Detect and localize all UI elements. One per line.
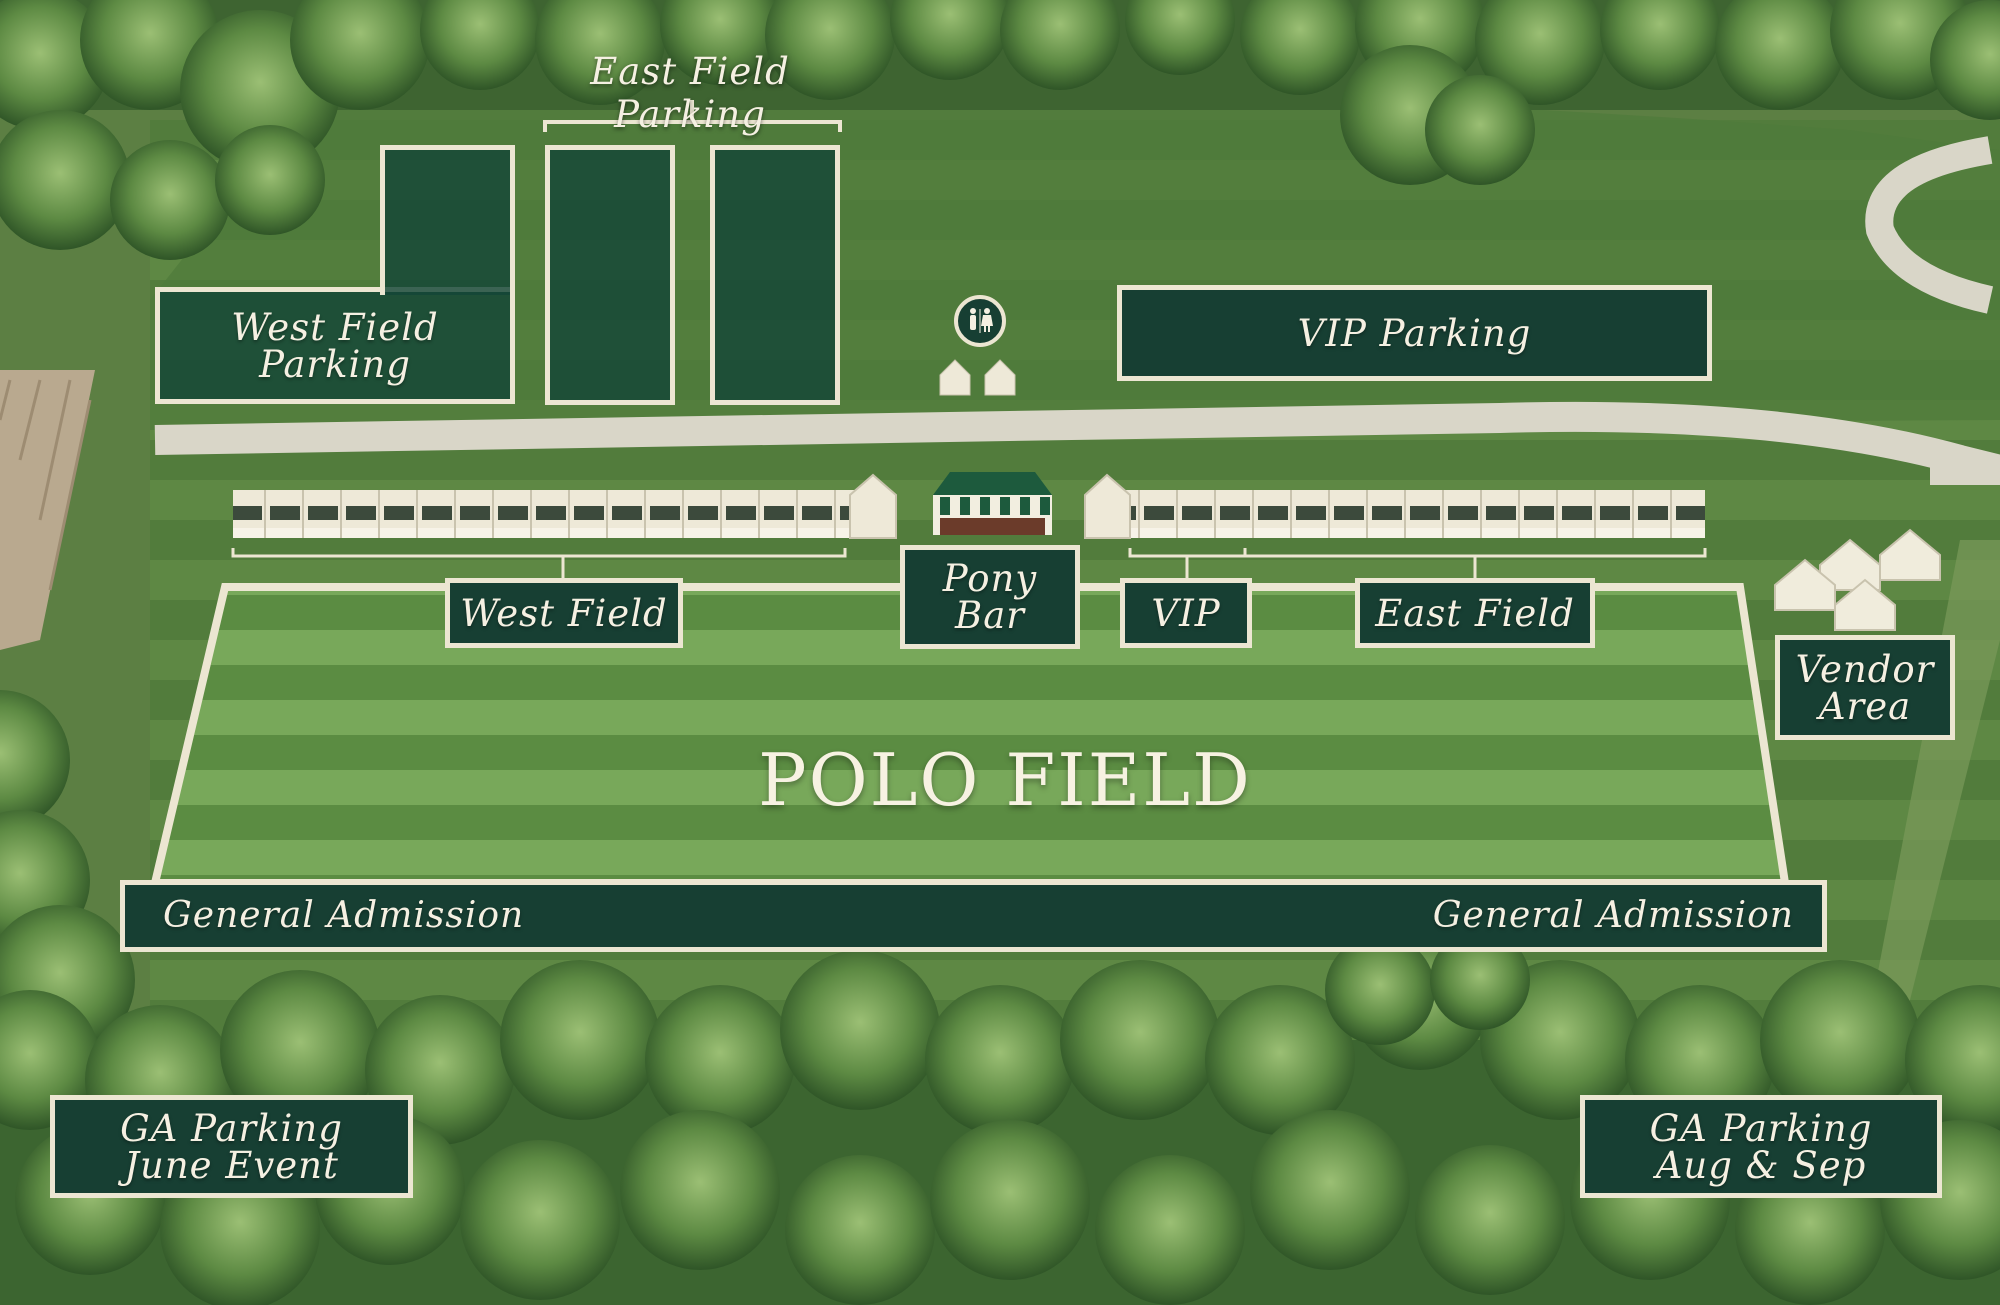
east-field-parking-lot-1 xyxy=(545,145,675,405)
vip-parking-label: VIP Parking xyxy=(1117,285,1712,381)
ga-parking-aug-sep-line1: GA Parking xyxy=(1649,1106,1873,1150)
pony-bar-line2: Bar xyxy=(955,594,1025,637)
polo-field-title: POLO FIELD xyxy=(758,738,1252,822)
west-field-parking-line1: West Field xyxy=(231,305,439,349)
west-field-text: West Field xyxy=(460,591,668,635)
west-tent-row xyxy=(233,490,855,538)
vip-text: VIP xyxy=(1151,591,1221,635)
east-field-parking-label: East Field Parking xyxy=(590,50,790,136)
west-field-parking-lot xyxy=(155,287,515,404)
east-tent-row xyxy=(1120,490,1705,538)
west-field-label: West Field xyxy=(445,578,683,648)
pony-bar-pavilion xyxy=(933,472,1052,535)
vendor-area-line1: Vendor xyxy=(1795,647,1935,691)
vendor-area-label: Vendor Area xyxy=(1775,635,1955,740)
ga-parking-aug-sep-line2: Aug & Sep xyxy=(1655,1143,1867,1187)
east-field-text: East Field xyxy=(1375,591,1575,635)
vendor-tents xyxy=(1774,528,1941,631)
general-admission-bar: General Admission General Admission xyxy=(120,880,1827,952)
pony-bar-line1: Pony xyxy=(942,557,1038,600)
ga-parking-aug-sep-label: GA Parking Aug & Sep xyxy=(1580,1095,1942,1198)
west-field-parking-lot-upper xyxy=(380,145,515,295)
west-field-parking-label: West Field Parking xyxy=(155,287,515,404)
vip-label: VIP xyxy=(1120,578,1252,648)
general-admission-right: General Admission xyxy=(1432,895,1794,936)
west-field-parking-line2: Parking xyxy=(259,342,411,386)
general-admission-left: General Admission xyxy=(163,895,525,936)
tree-band-top xyxy=(0,0,2000,260)
vendor-area-line2: Area xyxy=(1818,684,1912,728)
vip-parking-text: VIP Parking xyxy=(1297,311,1532,355)
ga-parking-june-line2: June Event xyxy=(124,1143,339,1187)
ga-parking-june-line1: GA Parking xyxy=(120,1106,343,1150)
ga-parking-june-label: GA Parking June Event xyxy=(50,1095,413,1198)
restroom-icon xyxy=(954,295,1006,347)
pony-bar-label: Pony Bar xyxy=(900,545,1080,649)
east-field-label: East Field xyxy=(1355,578,1595,648)
restroom-glyph xyxy=(970,308,993,333)
east-field-parking-lot-2 xyxy=(710,145,840,405)
